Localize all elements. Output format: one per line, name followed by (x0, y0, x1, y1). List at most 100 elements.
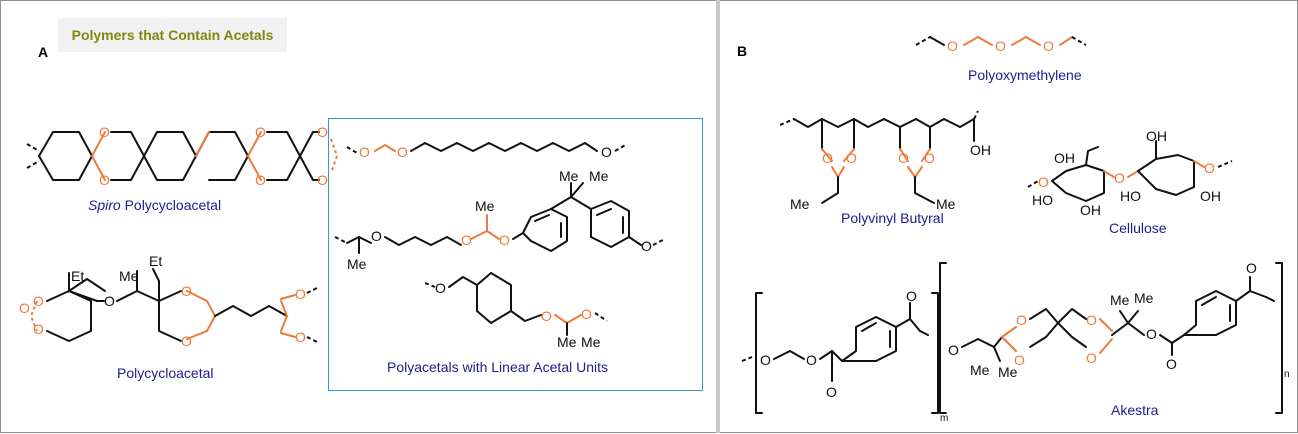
bond (652, 238, 666, 246)
oxygen-label: O (33, 293, 44, 309)
linear-acetal-box: Polyacetals with Linear Acetal Units (328, 118, 703, 391)
methyl-label: Me (998, 364, 1018, 380)
bond (280, 315, 288, 332)
bond (1001, 336, 1017, 352)
bond (195, 131, 249, 181)
oxygen-label: O (317, 124, 328, 140)
bond (931, 292, 939, 414)
panel-a: Polymers that Contain Acetals A (0, 0, 716, 433)
bond (741, 356, 753, 362)
bond (959, 118, 975, 128)
bond (247, 155, 262, 181)
oxygen-label: O (255, 124, 266, 140)
caption-akestra: Akestra (1111, 402, 1159, 418)
bond (158, 290, 182, 302)
bond (914, 176, 935, 204)
bond (993, 336, 1003, 348)
bond (779, 118, 795, 126)
bond (1099, 338, 1113, 354)
bond (1057, 308, 1087, 324)
bond (1137, 154, 1195, 196)
oxygen-label: O (924, 150, 935, 166)
bond (919, 330, 929, 336)
bond (1275, 262, 1283, 414)
bond (38, 131, 93, 181)
ethyl-label: Me (936, 196, 956, 212)
oxygen-label: O (397, 144, 408, 160)
bond (1127, 170, 1139, 178)
subscript-m: m (940, 413, 948, 424)
bond (186, 330, 208, 340)
oxygen-label: O (601, 144, 612, 160)
bond (330, 138, 339, 174)
oxygen-label: O (806, 352, 817, 368)
bond (628, 236, 642, 246)
methyl-label: Me (581, 334, 601, 350)
bond (1201, 296, 1217, 306)
oxygen-label: O (822, 150, 833, 166)
bond (1217, 160, 1233, 168)
ethyl-label: Et (149, 253, 162, 269)
panel-a-title: Polymers that Contain Acetals (71, 27, 274, 43)
caption-spiro-rest: Polycycloacetal (120, 197, 222, 213)
bond (280, 300, 288, 317)
oxygen-label: O (906, 288, 917, 304)
bond (1051, 164, 1105, 202)
bond (29, 300, 38, 332)
bond (448, 276, 478, 288)
cellulose-structure: O OH HO OH O OH HO OH O (1027, 128, 1233, 218)
hydroxyl-label: OH (1054, 150, 1075, 166)
linear-polyacetal-structures: O O O Me O O O Me (334, 142, 666, 350)
methyl-label: Me (1110, 292, 1130, 308)
bond (1029, 308, 1059, 348)
bond (510, 310, 542, 322)
oxygen-label: O (947, 38, 958, 54)
bond (26, 160, 40, 169)
bond (821, 148, 833, 162)
bond (861, 322, 877, 332)
bond (594, 312, 608, 322)
oxygen-label: O (435, 280, 446, 296)
bond (1027, 180, 1039, 188)
oxygen-label: O (1146, 326, 1157, 342)
bond (68, 290, 98, 302)
bond (793, 118, 961, 128)
bond (929, 36, 945, 46)
bond (831, 166, 845, 178)
bond (306, 286, 320, 294)
hydroxyl-label: HO (1120, 188, 1141, 204)
bond (346, 146, 358, 154)
bond (1057, 322, 1087, 348)
panel-b: B O O O O (720, 0, 1298, 433)
oxygen-label: O (19, 300, 30, 316)
bond (895, 318, 921, 332)
bond (1011, 36, 1041, 46)
bond (91, 131, 106, 157)
bond (410, 142, 598, 152)
bond (116, 290, 160, 302)
polycycloacetal-structure: O O O Et Me Et O (19, 253, 320, 349)
bond (534, 214, 550, 222)
bond (993, 346, 1001, 362)
bond (110, 131, 145, 181)
oxygen-label: O (499, 232, 510, 248)
bond (195, 131, 210, 157)
bond (280, 332, 296, 338)
bond (939, 262, 947, 414)
oxygen-label: O (1204, 160, 1215, 176)
bond (1119, 310, 1129, 324)
bond (1127, 310, 1139, 324)
caption-spiro-polycycloacetal: Spiro Polycycloacetal (88, 197, 221, 213)
akestra-structure: m O O O O n O (741, 260, 1290, 424)
bond (915, 36, 931, 46)
bond (247, 131, 262, 157)
bond (963, 36, 993, 46)
oxygen-label: O (1016, 312, 1027, 328)
bond (570, 196, 592, 210)
caption-polyvinyl-butyral: Polyvinyl Butyral (841, 210, 944, 226)
oxygen-label: O (581, 306, 592, 322)
oxygen-label: O (995, 38, 1006, 54)
bond (1099, 318, 1113, 332)
oxygen-label: O (295, 286, 306, 302)
hydroxyl-label: OH (1146, 128, 1167, 144)
